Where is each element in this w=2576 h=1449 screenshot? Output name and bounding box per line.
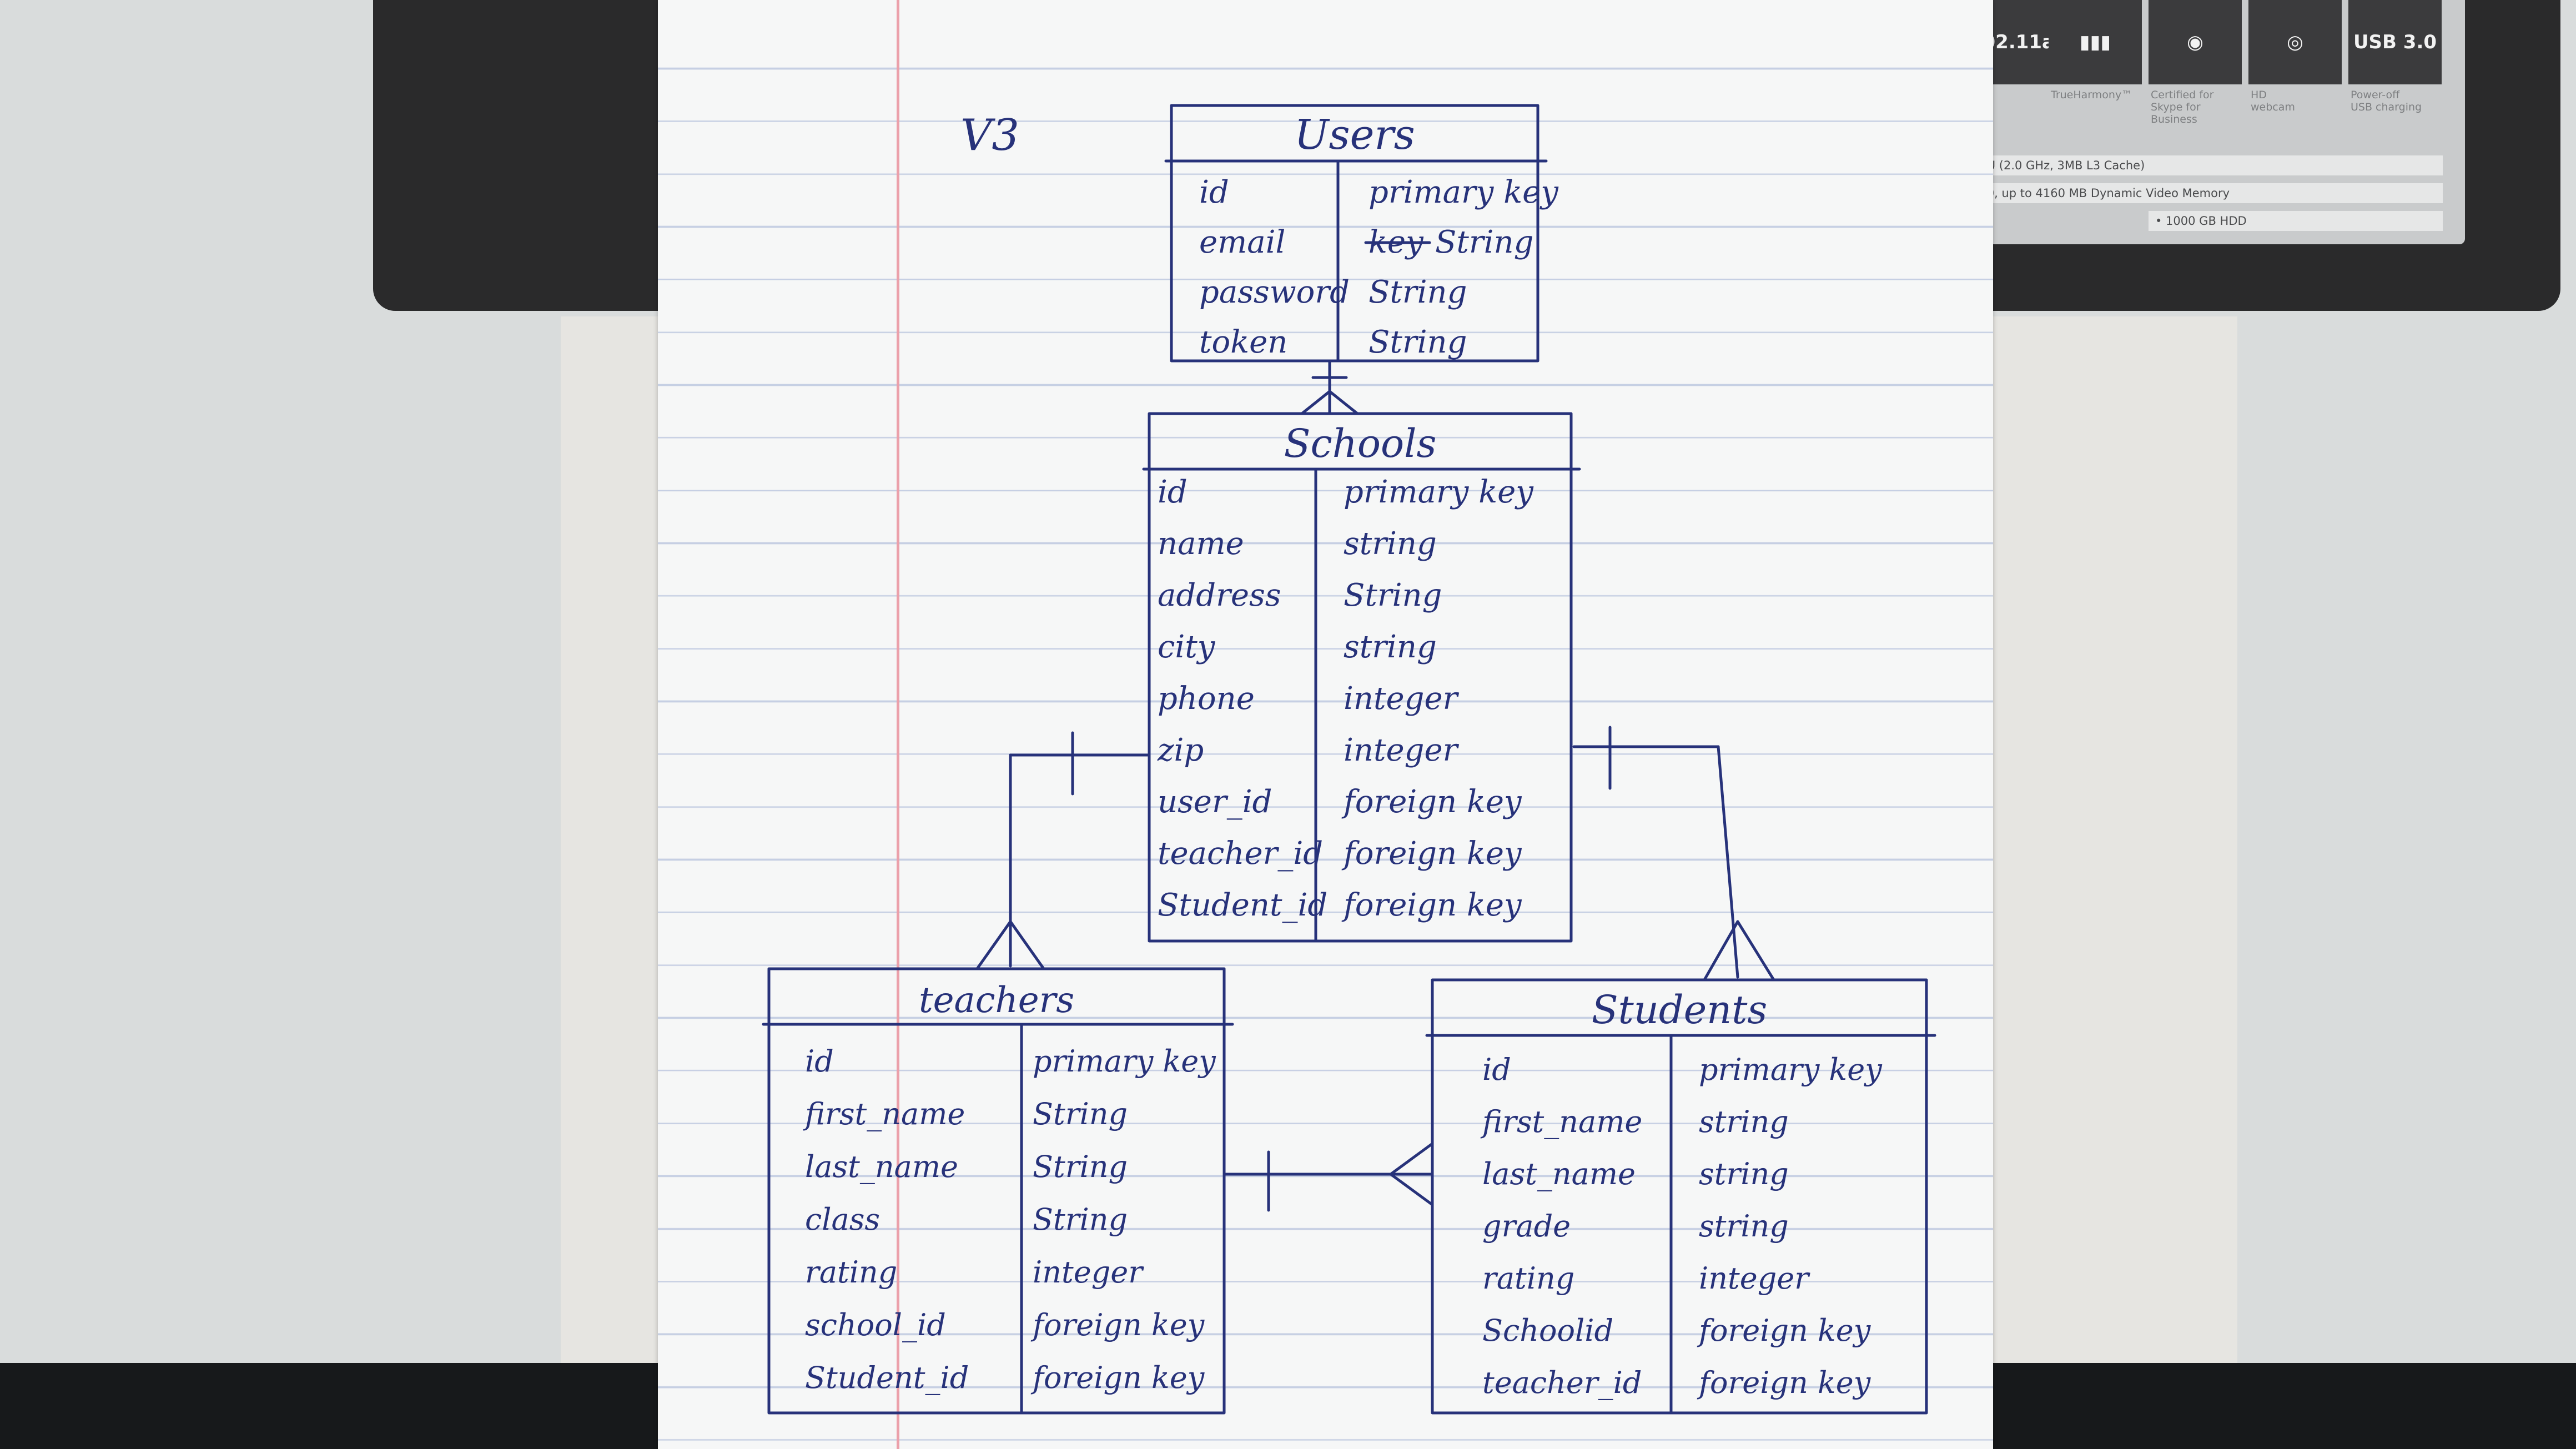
- field-name: first_name: [1480, 1104, 1642, 1139]
- field-name: school_id: [805, 1307, 946, 1342]
- field-name: rating: [1482, 1261, 1574, 1296]
- version-label: V3: [960, 110, 1019, 160]
- crows-foot: [1300, 390, 1331, 415]
- crows-foot: [1009, 920, 1045, 970]
- field-name: phone: [1158, 681, 1255, 717]
- field-name: city: [1158, 629, 1216, 665]
- feature-caption: TrueHarmony™: [2051, 89, 2132, 101]
- table-title: Users: [1294, 111, 1415, 159]
- field-type: foreign key: [1341, 887, 1522, 923]
- field-type: foreign key: [1030, 1307, 1205, 1342]
- field-type: primary key: [1368, 174, 1559, 210]
- field-name: first_name: [803, 1096, 965, 1131]
- field-type: integer: [1344, 681, 1460, 717]
- table-border: [1431, 978, 1928, 1415]
- table-border: [767, 967, 1226, 1415]
- field-type: primary key: [1033, 1044, 1216, 1079]
- field-type: string: [1344, 629, 1437, 665]
- field-name: token: [1199, 324, 1287, 360]
- field-name: teacher_id: [1158, 836, 1323, 872]
- laptop-spec-label: 802.11acer less▮▮▮TrueHarmony™◉Certified…: [1965, 0, 2465, 244]
- field-type: foreign key: [1697, 1313, 1871, 1348]
- field-name: password: [1199, 274, 1350, 310]
- paper-margin-line: [897, 0, 899, 1449]
- field-name: Student_id: [805, 1360, 969, 1395]
- field-type: primary key: [1699, 1052, 1883, 1087]
- field-name: id: [1199, 174, 1229, 210]
- field-name: rating: [805, 1255, 897, 1290]
- field-name: Schoolid: [1482, 1313, 1613, 1348]
- webcam-icon: ◎: [2248, 0, 2342, 84]
- field-name: last_name: [805, 1149, 958, 1184]
- field-name: email: [1199, 224, 1285, 260]
- field-type: string: [1344, 526, 1437, 562]
- field-type: String: [1435, 224, 1533, 260]
- field-type: foreign key: [1341, 784, 1522, 820]
- field-type: integer: [1344, 732, 1460, 768]
- field-type: string: [1699, 1104, 1789, 1139]
- field-name: class: [805, 1202, 880, 1237]
- table-title: Schools: [1284, 421, 1437, 466]
- spec-row: • 1000 GB HDD: [2149, 211, 2443, 231]
- crows-foot: [1389, 1142, 1434, 1176]
- field-name: id: [1158, 474, 1188, 510]
- field-type: primary key: [1344, 474, 1534, 510]
- table-border: [1170, 104, 1539, 363]
- crows-foot: [1389, 1173, 1434, 1206]
- feature-caption: Power-off USB charging: [2351, 89, 2422, 113]
- schools-students-link: [1717, 745, 1739, 979]
- field-name: address: [1158, 577, 1281, 613]
- table-title: Students: [1592, 987, 1768, 1033]
- crows-foot: [1328, 390, 1359, 415]
- field-name: Student_id: [1158, 887, 1327, 923]
- field-type: String: [1033, 1096, 1128, 1131]
- crows-foot: [1736, 920, 1775, 982]
- field-name: id: [1482, 1052, 1511, 1087]
- crows-foot: [1703, 920, 1739, 982]
- relationship-lines: [975, 359, 1775, 1212]
- table-border: [1148, 412, 1573, 943]
- field-type: foreign key: [1030, 1360, 1205, 1395]
- usb-charging-icon: USB 3.0: [2348, 0, 2442, 84]
- field-name: teacher_id: [1482, 1365, 1642, 1400]
- field-type: String: [1344, 577, 1442, 613]
- field-type: integer: [1699, 1261, 1810, 1296]
- field-type: String: [1033, 1149, 1128, 1184]
- field-name: name: [1158, 526, 1244, 562]
- field-type: String: [1033, 1202, 1128, 1237]
- crows-foot: [975, 920, 1012, 970]
- field-type: integer: [1033, 1255, 1144, 1290]
- field-type: foreign key: [1341, 836, 1522, 872]
- schools-table: Schools id primary key name string address Str…: [1142, 412, 1581, 943]
- table-title: teachers: [919, 980, 1074, 1021]
- feature-caption: HD webcam: [2251, 89, 2295, 113]
- notebook-paper: [658, 0, 1993, 1449]
- field-type: String: [1368, 274, 1467, 310]
- audio-wave-icon: ▮▮▮: [2049, 0, 2142, 84]
- field-type: string: [1699, 1209, 1789, 1244]
- spec-row: 06U (2.0 GHz, 3MB L3 Cache): [1965, 155, 2443, 175]
- field-type: String: [1368, 324, 1467, 360]
- camera-mic-icon: ◉: [2149, 0, 2242, 84]
- spec-row: 520, up to 4160 MB Dynamic Video Memory: [1965, 183, 2443, 203]
- field-type: string: [1699, 1156, 1789, 1191]
- field-name: grade: [1482, 1209, 1571, 1244]
- field-name: user_id: [1158, 784, 1272, 820]
- field-name: zip: [1157, 732, 1204, 768]
- field-name: id: [805, 1044, 834, 1079]
- field-name: last_name: [1482, 1156, 1636, 1191]
- field-type: foreign key: [1697, 1365, 1871, 1400]
- feature-caption: Certified for Skype for Business: [2151, 89, 2214, 125]
